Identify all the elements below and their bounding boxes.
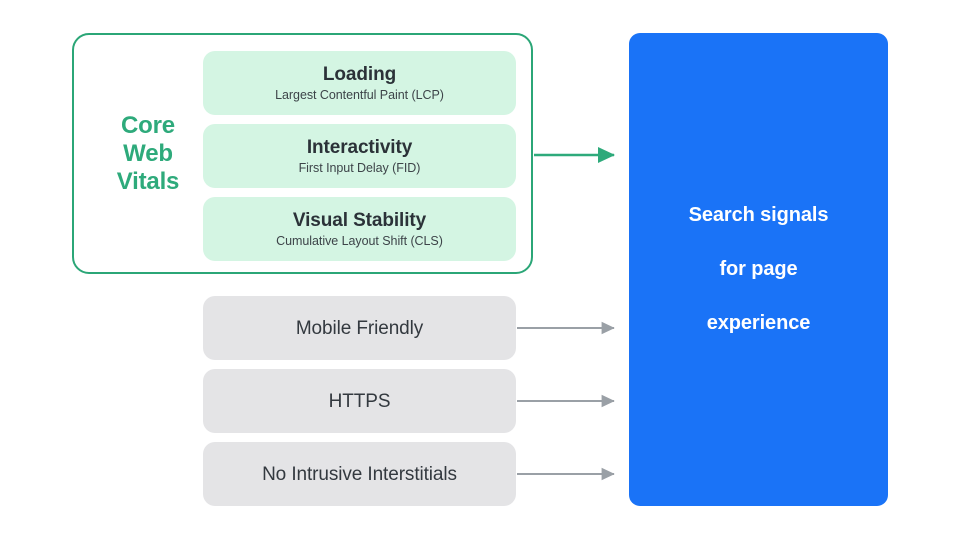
- interactivity-pill[interactable]: Interactivity First Input Delay (FID): [203, 124, 516, 188]
- core-web-vitals-label-line-2: Web: [123, 140, 173, 167]
- loading-pill[interactable]: Loading Largest Contentful Paint (LCP): [203, 51, 516, 115]
- https-pill[interactable]: HTTPS: [203, 369, 516, 433]
- search-signals-label-line-2: for page: [719, 258, 798, 280]
- interactivity-pill-title: Interactivity: [306, 136, 413, 158]
- no-intrusive-interstitials-pill[interactable]: No Intrusive Interstitials: [203, 442, 516, 506]
- loading-pill-subtitle: Largest Contentful Paint (LCP): [275, 87, 444, 102]
- https-pill-title: HTTPS: [328, 390, 391, 412]
- search-signals-label-line-1: Search signals: [688, 204, 829, 226]
- visual-stability-pill-title: Visual Stability: [292, 209, 427, 231]
- no-intrusive-interstitials-pill-title: No Intrusive Interstitials: [262, 463, 457, 485]
- mobile-friendly-pill-title: Mobile Friendly: [295, 317, 424, 339]
- core-web-vitals-group: [72, 33, 533, 274]
- search-signals-label: Search signals for page experience: [689, 175, 829, 364]
- core-web-vitals-label-line-3: Vitals: [116, 168, 180, 195]
- interactivity-pill-subtitle: First Input Delay (FID): [298, 160, 421, 175]
- search-signals-box[interactable]: Search signals for page experience: [629, 33, 888, 506]
- mobile-friendly-pill[interactable]: Mobile Friendly: [203, 296, 516, 360]
- core-web-vitals-label-line-1: Core: [121, 112, 175, 139]
- search-signals-label-line-3: experience: [706, 312, 811, 334]
- visual-stability-pill-subtitle: Cumulative Layout Shift (CLS): [276, 233, 443, 248]
- core-web-vitals-label: Core Web Vitals: [100, 112, 196, 196]
- loading-pill-title: Loading: [322, 63, 397, 85]
- visual-stability-pill[interactable]: Visual Stability Cumulative Layout Shift…: [203, 197, 516, 261]
